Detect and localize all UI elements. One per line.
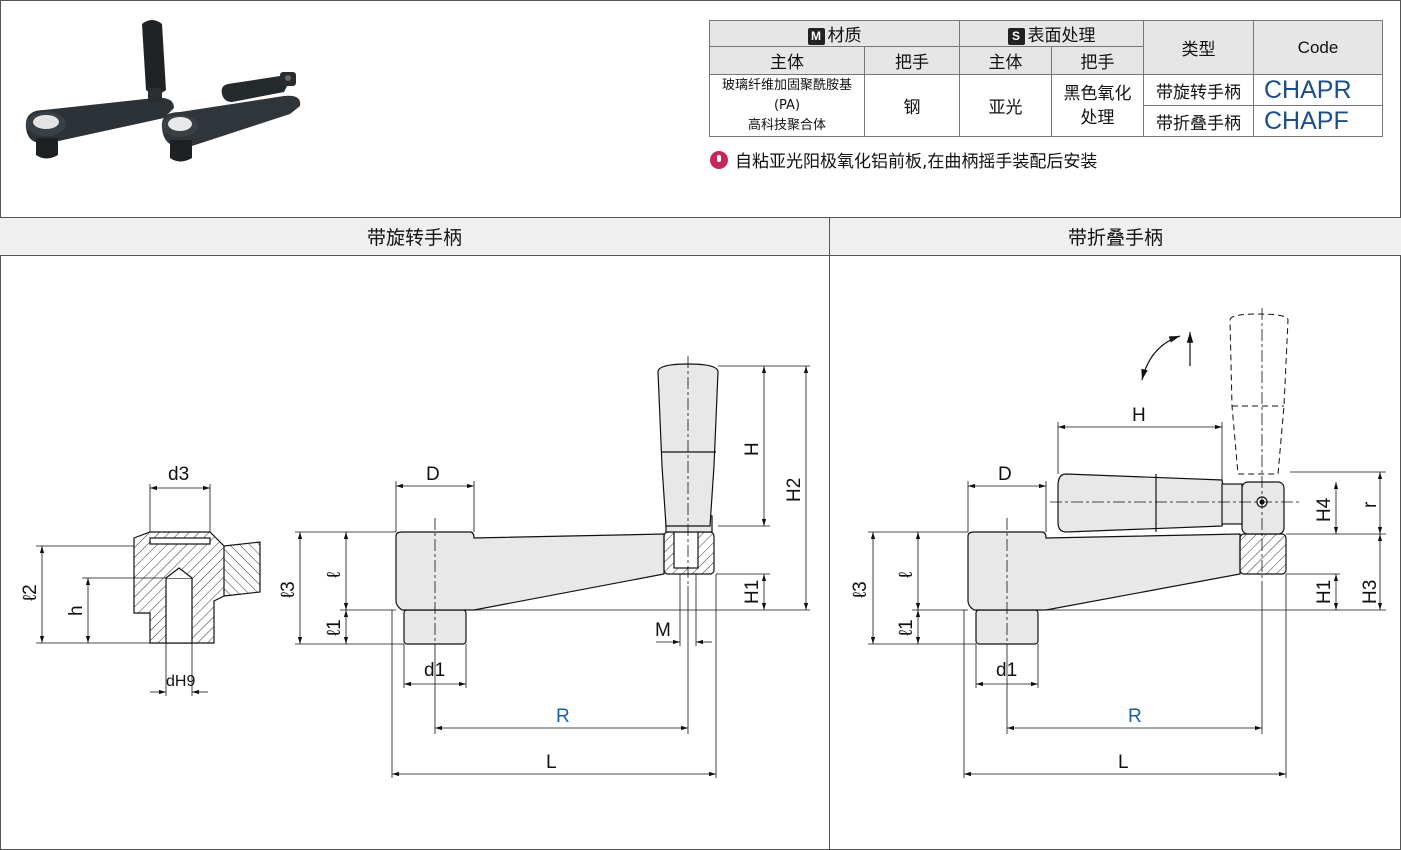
dim-H2: H2 (784, 478, 805, 502)
folding-handle-phantom (1229, 313, 1289, 475)
dim-l1-right: ℓ1 (896, 619, 917, 636)
surface-body-cell: 亚光 (959, 74, 1052, 137)
product-photo (25, 20, 301, 162)
type-cell-2: 带折叠手柄 (1143, 105, 1254, 137)
dim-l1-left: ℓ1 (324, 619, 345, 636)
folding-crank-dims (868, 422, 1386, 778)
dim-l-right: ℓ (896, 572, 917, 578)
dim-l-left: ℓ (324, 572, 345, 578)
dim-M: M (655, 620, 671, 641)
section-title-rotating: 带旋转手柄 (0, 217, 829, 256)
section-title-folding: 带折叠手柄 (830, 217, 1401, 256)
type-header: 类型 (1143, 20, 1254, 75)
code-cell-2[interactable]: CHAPF (1253, 105, 1383, 137)
sub-handle-header: 把手 (864, 46, 960, 75)
info-bulb-icon (710, 150, 728, 169)
dim-H1-left: H1 (742, 580, 763, 604)
section-divider (829, 217, 830, 850)
dim-r: r (1360, 501, 1381, 508)
assembly-note: 自粘亚光阳极氧化铝前板,在曲柄摇手装配后安装 (710, 147, 1097, 172)
dim-R-left: R (556, 706, 570, 727)
dim-d3: d3 (168, 464, 189, 485)
dim-H4: H4 (1314, 497, 1335, 522)
dim-D-left: D (426, 464, 440, 485)
dim-dH9: dH9 (166, 673, 195, 690)
hub-section-view (133, 531, 261, 644)
folding-crank-side-view (967, 473, 1287, 645)
dim-L-left: L (546, 752, 557, 773)
sub-handle2-header: 把手 (1051, 46, 1144, 75)
crank-handle-photo-1 (25, 20, 175, 159)
code-cell-1[interactable]: CHAPR (1253, 74, 1383, 106)
hub-section-dims (36, 484, 211, 696)
dim-H1-right: H1 (1314, 580, 1335, 604)
dim-d1-left: d1 (424, 660, 445, 681)
folding-crank-centerlines (1006, 308, 1300, 656)
dim-H-right: H (1132, 405, 1146, 426)
dim-H3: H3 (1360, 580, 1381, 604)
surface-handle-cell: 黑色氧化 处理 (1051, 74, 1144, 137)
dim-R-right: R (1128, 706, 1142, 727)
dim-d1-right: d1 (996, 660, 1017, 681)
dim-H-left: H (742, 442, 763, 456)
crank-handle-photo-2 (161, 72, 301, 162)
dim-l3-right: ℓ3 (850, 581, 871, 598)
material-badge: M (807, 28, 825, 45)
type-cell-1: 带旋转手柄 (1143, 74, 1254, 106)
rotating-crank-side-view (395, 363, 719, 645)
dim-D-right: D (998, 464, 1012, 485)
dim-L-right: L (1118, 752, 1129, 773)
material-handle-cell: 钢 (864, 74, 960, 137)
dim-l3-left: ℓ3 (278, 581, 299, 598)
fold-direction-arrow (1141, 332, 1194, 381)
code-header: Code (1253, 20, 1383, 75)
technical-drawing: d3 ℓ2 h dH9 D ℓ3 (20, 308, 1386, 778)
dim-h: h (66, 605, 87, 616)
rotating-crank-dims (295, 365, 810, 778)
surface-badge: S (1007, 28, 1025, 45)
material-body-cell: 玻璃纤维加固聚酰胺基(PA) 高科技聚合体 (709, 74, 865, 137)
dim-l2: ℓ2 (20, 584, 41, 601)
sub-body2-header: 主体 (959, 46, 1052, 75)
sub-body-header: 主体 (709, 46, 865, 75)
rotating-crank-centerlines (434, 356, 689, 656)
